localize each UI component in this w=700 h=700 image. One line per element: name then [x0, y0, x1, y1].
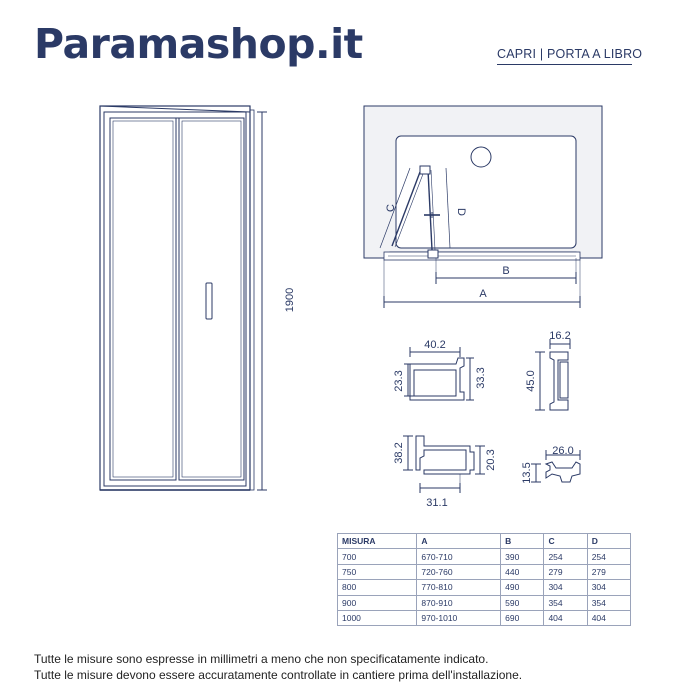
- table-cell: 700: [336, 548, 418, 565]
- table-cell: 304: [586, 579, 632, 596]
- profile2-top: 16.2: [549, 330, 570, 342]
- table-cell: 390: [500, 548, 545, 565]
- profile4-top: 26.0: [552, 445, 573, 457]
- profile-1: [404, 347, 474, 401]
- table-cell: 304: [543, 579, 588, 596]
- table-row: 750 720-760 440 279 279: [336, 563, 632, 581]
- table-cell: 354: [586, 594, 632, 611]
- height-dimension: [257, 111, 267, 491]
- profile-2: [535, 339, 571, 411]
- table-cell: 800: [336, 579, 418, 596]
- door-handle: [205, 282, 213, 320]
- table-row: 700 670-710 390 254 254: [336, 548, 632, 565]
- profile3-bottom: 31.1: [426, 497, 447, 509]
- profile2-left: 45.0: [525, 370, 537, 391]
- profile-3: [403, 435, 485, 493]
- table-cell: 279: [586, 563, 632, 581]
- table-cell: 670-710: [416, 548, 502, 565]
- height-label: 1900: [284, 288, 296, 312]
- table-row: 900 870-910 590 354 354: [336, 594, 632, 611]
- profile-4: [531, 450, 581, 483]
- footnotes: Tutte le misure sono espresse in millime…: [34, 652, 522, 683]
- size-table: MISURA A B C D 700 670-710 390 254 254 7…: [336, 532, 632, 627]
- profile4-left: 13.5: [521, 462, 533, 483]
- table-cell: 440: [500, 563, 545, 581]
- table-cell: 254: [543, 548, 588, 565]
- table-cell: 1000: [336, 609, 418, 627]
- table-header: A: [416, 532, 502, 550]
- table-cell: 750: [336, 563, 418, 581]
- label-b: B: [502, 265, 509, 277]
- table-row: 1000 970-1010 690 404 404: [336, 609, 632, 627]
- table-header: D: [586, 532, 632, 550]
- table-cell: 254: [586, 548, 632, 565]
- footnote-units: Tutte le misure sono espresse in millime…: [34, 652, 489, 666]
- label-a: A: [479, 288, 487, 300]
- dimension-b: [435, 258, 577, 284]
- table-cell: 404: [586, 609, 632, 627]
- door-elevation: [99, 105, 255, 491]
- profile1-left: 23.3: [393, 370, 405, 391]
- table-header-row: MISURA A B C D: [336, 532, 632, 550]
- table-cell: 720-760: [416, 563, 502, 581]
- brand-logo: Paramashop.it: [34, 20, 363, 68]
- profile1-top: 40.2: [424, 339, 445, 351]
- subtitle-underline: [497, 64, 632, 65]
- table-cell: 870-910: [416, 594, 502, 611]
- dimension-a: [383, 260, 581, 308]
- table-header: B: [500, 532, 545, 550]
- table-cell: 690: [500, 609, 545, 627]
- table-header: MISURA: [336, 532, 418, 550]
- table-header: C: [543, 532, 588, 550]
- table-cell: 279: [543, 563, 588, 581]
- table-cell: 970-1010: [416, 609, 502, 627]
- profile3-right: 20.3: [485, 449, 497, 470]
- profile3-left: 38.2: [393, 442, 405, 463]
- plan-view: [363, 105, 603, 261]
- table-cell: 354: [543, 594, 588, 611]
- label-d: D: [455, 208, 467, 216]
- table-cell: 590: [500, 594, 545, 611]
- table-cell: 404: [543, 609, 588, 627]
- footnote-check: Tutte le misure devono essere accuratame…: [34, 667, 523, 682]
- table-cell: 490: [500, 579, 545, 596]
- product-subtitle: CAPRI | PORTA A LIBRO: [497, 47, 643, 61]
- table-row: 800 770-810 490 304 304: [336, 579, 632, 596]
- table-cell: 770-810: [416, 579, 502, 596]
- label-c: C: [385, 204, 397, 212]
- profile1-right: 33.3: [475, 367, 487, 388]
- table-cell: 900: [336, 594, 418, 611]
